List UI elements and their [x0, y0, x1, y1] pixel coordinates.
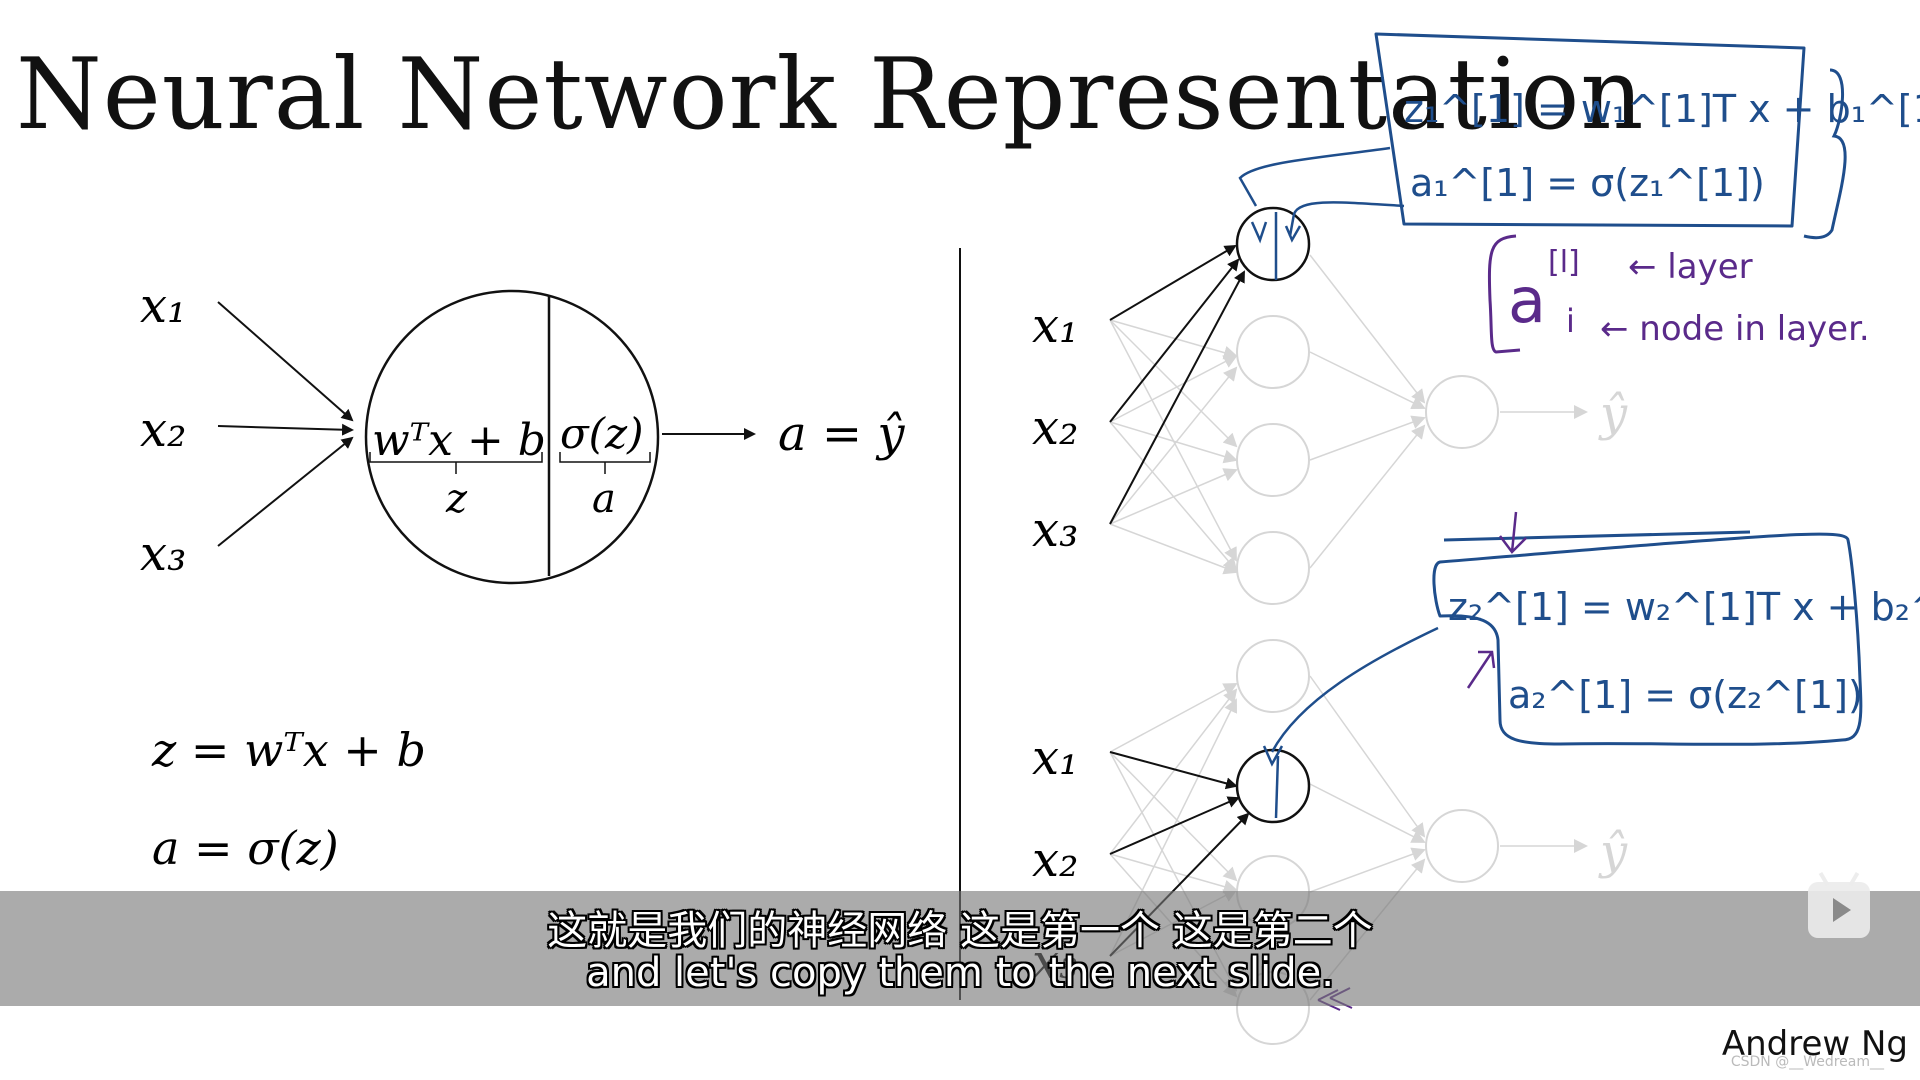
top-input-x2: x₂	[1032, 400, 1078, 456]
notation-node: ← node in layer.	[1600, 309, 1870, 349]
author-credit: Andrew Ng	[1721, 1024, 1908, 1064]
equation-a: a = σ(z)	[152, 821, 339, 875]
watermark: CSDN @__Wedream__	[1730, 1054, 1884, 1070]
box1-brace	[1803, 68, 1847, 240]
annotation-box-1	[1374, 32, 1806, 228]
box1-arrowheads	[1250, 221, 1302, 244]
notation-layer: ← layer	[1628, 247, 1753, 287]
bottom-input-x1: x₁	[1032, 730, 1078, 786]
box1-line2: a₁^[1] = σ(z₁^[1])	[1410, 161, 1765, 205]
top-edge-x3	[1109, 270, 1245, 525]
top-faded-edges	[1109, 254, 1588, 575]
handwritten-annotations: z₁^[1] = w₁^[1]T x + b₁^[1] a₁^[1] = σ(z…	[1238, 32, 1920, 1011]
subtitle-bar	[0, 891, 1920, 1006]
bottom-output-yhat: ŷ	[1598, 824, 1628, 880]
box2-line1: z₂^[1] = w₂^[1]T x + b₂^[1]	[1448, 585, 1920, 629]
box1-line1: z₁^[1] = w₁^[1]T x + b₁^[1]	[1404, 87, 1920, 131]
subtitle-chinese: 这就是我们的神经网络 这是第一个 这是第二个	[547, 908, 1373, 954]
purple-arrow-down	[1499, 511, 1527, 554]
play-icon[interactable]	[1808, 882, 1870, 938]
bottom-input-x2: x₂	[1032, 832, 1078, 888]
neuron-linear-part: wᵀx + b	[372, 415, 546, 466]
left-diagram: x₁ x₂ x₃ wᵀx + b z σ(z) a a = ŷ z = wᵀx …	[140, 278, 905, 875]
left-edge-x3	[217, 436, 354, 547]
left-edge-x2	[217, 423, 354, 436]
bottom-hidden-node-1	[1236, 639, 1310, 713]
output-label: a = ŷ	[778, 406, 905, 462]
notation-symbol: a	[1508, 264, 1546, 337]
equation-z: z = wᵀx + b	[151, 723, 426, 777]
slide-title: Neural Network Representation	[16, 38, 1645, 152]
box2-connector	[1270, 626, 1439, 753]
top-hidden-node-3	[1236, 423, 1310, 497]
left-input-x2: x₂	[140, 402, 186, 458]
left-edge-x1	[217, 301, 354, 422]
subtitle-english: and let's copy them to the next slide.	[586, 950, 1334, 996]
top-output-yhat: ŷ	[1598, 386, 1628, 442]
activation-label-a: a	[592, 476, 616, 522]
notation-bracket	[1487, 234, 1521, 354]
box2-line2: a₂^[1] = σ(z₂^[1])	[1508, 673, 1863, 717]
activation-brace	[559, 452, 651, 474]
top-edge-x1	[1109, 244, 1237, 321]
bottom-edge-x2	[1109, 796, 1240, 855]
top-hidden-node-4	[1236, 531, 1310, 605]
neuron-circle	[364, 289, 660, 585]
neuron-activation-part: σ(z)	[560, 409, 644, 458]
node2-split-line	[1274, 755, 1280, 819]
notation-super: [l]	[1548, 245, 1580, 280]
left-input-x1: x₁	[140, 278, 186, 334]
box2-arrowhead	[1262, 745, 1284, 767]
right-top-network: ŷ x₁ x₂ x₃	[1032, 206, 1628, 605]
bottom-edge-x1	[1109, 751, 1238, 790]
top-output-node	[1425, 375, 1499, 449]
purple-arrow-up	[1466, 650, 1496, 689]
top-hidden-node-1	[1235, 206, 1311, 282]
linear-brace	[369, 452, 543, 474]
annotation-box-2	[1432, 530, 1863, 746]
left-input-x3: x₃	[140, 526, 186, 582]
linear-label-z: z	[445, 476, 468, 522]
top-input-x1: x₁	[1032, 298, 1078, 354]
box1-connector	[1238, 146, 1405, 237]
top-hidden-node-2	[1236, 315, 1310, 389]
top-edge-x2	[1109, 258, 1240, 423]
bottom-output-node	[1425, 809, 1499, 883]
notation-sub: i	[1566, 302, 1575, 340]
top-input-x3: x₃	[1032, 502, 1078, 558]
